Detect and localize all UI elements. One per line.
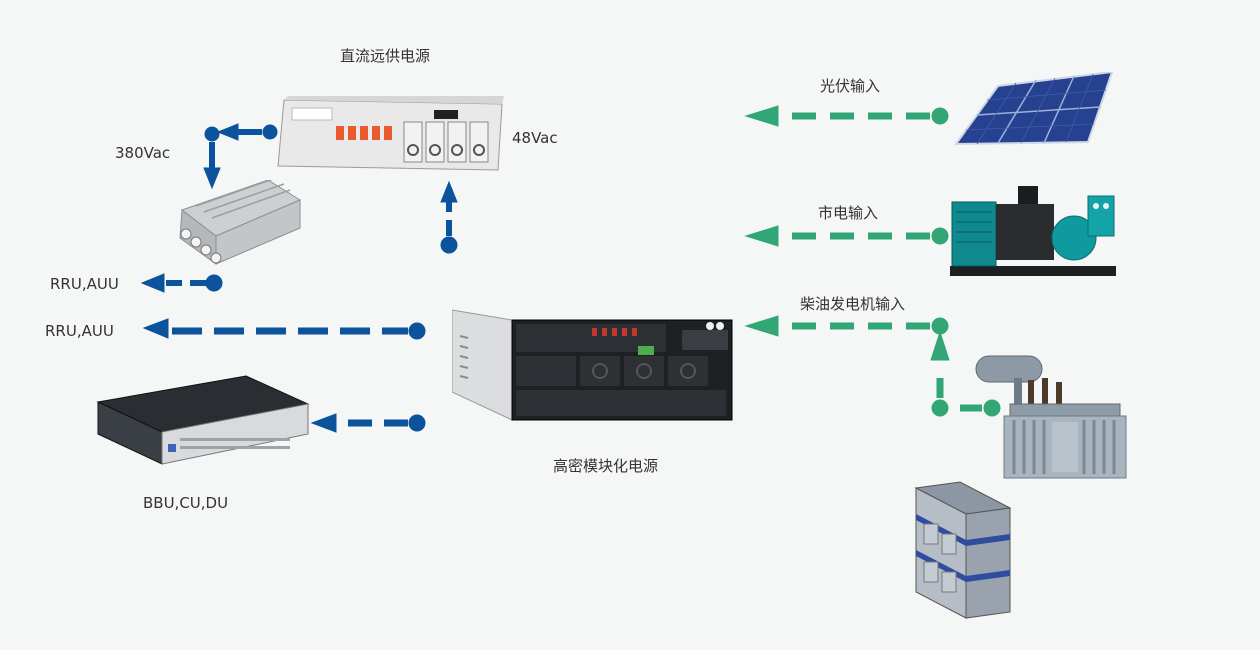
green-flow-dot [983, 399, 1001, 417]
transformer-icon [975, 355, 1127, 479]
blue-flow-dot [262, 124, 278, 140]
blue-arrowhead [310, 413, 337, 433]
blue-flow-dot [205, 274, 223, 292]
rru-unit-icon [179, 180, 302, 265]
rectifier-rack-icon [452, 309, 733, 421]
green-flow-dot [931, 107, 949, 125]
dc-remote-power-label: 直流远供电源 [340, 47, 431, 65]
green-arrowhead [930, 330, 950, 361]
blue-arrowhead [140, 273, 165, 293]
rru-auu-label-2: RRU,AUU [45, 322, 114, 340]
dc-remote-power-icon [277, 96, 504, 171]
green-flow-group [744, 105, 1001, 417]
green-arrowhead [744, 315, 779, 337]
blue-arrowhead [142, 318, 169, 339]
blue-arrowhead [216, 123, 239, 141]
mains-input-label: 市电输入 [818, 204, 879, 222]
blue-arrowhead [203, 167, 221, 190]
blue-flow-dot [204, 126, 220, 142]
battery-bank-icon [914, 481, 1012, 619]
rru-auu-label-1: RRU,AUU [50, 275, 119, 293]
blue-flow-group [140, 123, 458, 433]
green-flow-dot [931, 227, 949, 245]
diesel-input-label: 柴油发电机输入 [800, 295, 906, 313]
blue-flow-dot [440, 236, 458, 254]
diesel-generator-icon [950, 186, 1116, 276]
hd-power-label: 高密模块化电源 [553, 457, 659, 475]
bbu-label: BBU,CU,DU [143, 494, 229, 512]
solar-panel-icon [954, 72, 1114, 146]
voltage-48-label: 48Vac [512, 129, 558, 147]
bbu-chassis-icon [96, 375, 310, 465]
pv-input-label: 光伏输入 [820, 77, 881, 95]
blue-flow-dot [408, 414, 426, 432]
blue-flow-dot [408, 322, 426, 340]
blue-arrowhead [440, 180, 458, 203]
green-arrowhead [744, 225, 779, 247]
green-arrowhead [744, 105, 779, 127]
voltage-380-label: 380Vac [115, 144, 171, 162]
green-flow-dot [931, 399, 949, 417]
